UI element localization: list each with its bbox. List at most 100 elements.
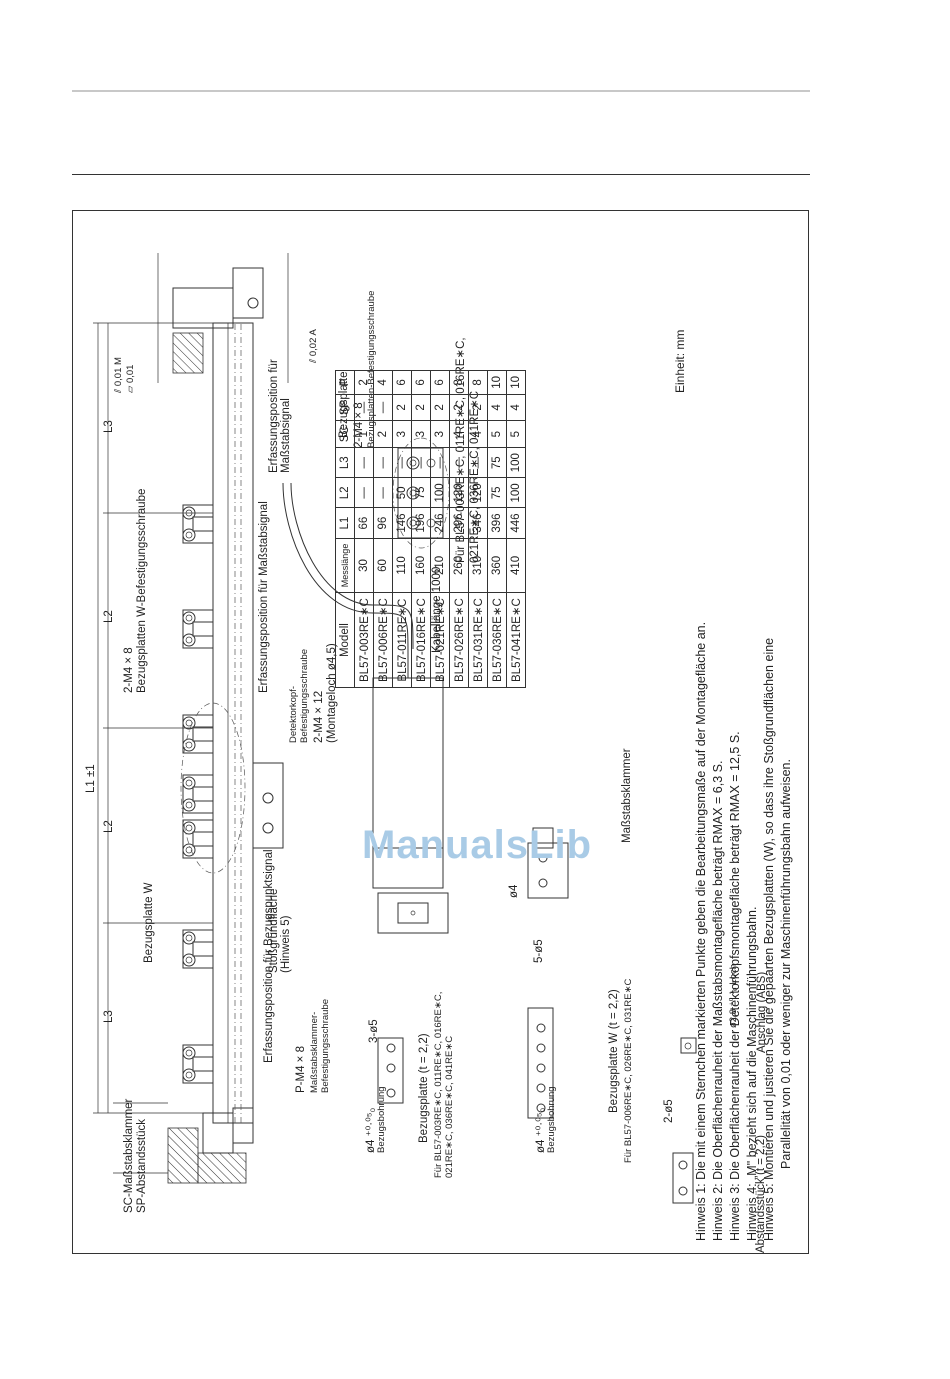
table-cell: —	[354, 477, 374, 508]
th-l1: L1	[335, 507, 355, 539]
label-sp-spacer: SP-Abstandsstück	[136, 1119, 148, 1213]
label-ref-plate-w: Bezugsplatte W	[143, 882, 155, 963]
label-bezugsbohrung-2: Bezugsbohrung	[546, 1086, 557, 1153]
table-cell: 75	[411, 477, 431, 508]
label-d4: ø4	[508, 884, 520, 898]
table-cell: 410	[506, 538, 526, 593]
label-m4-w: 2-M4 × 8	[123, 647, 135, 693]
table-cell: 2	[392, 394, 412, 421]
th-modell: Modell	[335, 592, 355, 688]
label-l1: L1 ±1	[85, 764, 97, 793]
note-4: Hinweis 4: „M" bezieht sich auf die Masc…	[745, 906, 759, 1241]
table-cell: 2	[373, 420, 393, 448]
label-bore-1: ø4 ⁺⁰·⁰⁵₀	[365, 1107, 377, 1153]
table-cell: 346	[468, 507, 488, 539]
table-cell: BL57-021RE∗C	[430, 592, 450, 688]
table-cell: —	[354, 394, 374, 421]
label-holes-5: 5-ø5	[533, 939, 545, 963]
label-sc-clamp: SC-Maßstabsklammer	[123, 1098, 135, 1213]
table-cell: 6	[430, 370, 450, 395]
table-cell: 146	[392, 507, 412, 539]
right-end-section	[157, 253, 289, 383]
watermark: ManualsLib	[362, 823, 593, 867]
table-cell: —	[354, 447, 374, 478]
left-end-section	[113, 1102, 254, 1184]
table-header-row: Modell Messlänge L1 L2 L3 SC SP P	[335, 370, 355, 688]
table-cell: 100	[506, 447, 526, 478]
note-1: Hinweis 1: Die mit einem Sternchen marki…	[694, 621, 708, 1241]
table-cell: 160	[411, 538, 431, 593]
table-cell: 446	[506, 507, 526, 539]
label-holes-3: 3-ø5	[368, 1019, 380, 1043]
table-cell: 2	[411, 394, 431, 421]
label-l3-b: L3	[103, 420, 115, 433]
table-cell: 3	[392, 420, 412, 448]
spec-table: Modell Messlänge L1 L2 L3 SC SP P BL57-0…	[335, 370, 526, 688]
note-3: Hinweis 3: Die Oberflächenrauheit der De…	[728, 731, 742, 1241]
table-cell: 2	[354, 370, 374, 395]
label-l2-b: L2	[103, 610, 115, 623]
label-stop-surface: Stoßgrundfläche (Hinweis 5)	[268, 888, 292, 973]
table-cell: 360	[487, 538, 507, 593]
table-cell: 2	[430, 394, 450, 421]
table-cell: 120	[449, 477, 469, 508]
table-cell: BL57-003RE∗C	[354, 592, 374, 688]
label-m4x12: 2-M4 × 12	[313, 690, 325, 743]
table-cell: 310	[468, 538, 488, 593]
th-sp: SP	[335, 394, 355, 421]
table-cell: 50	[392, 477, 412, 508]
label-plate-w-t22: Bezugsplatte W (t = 2,2)	[608, 989, 620, 1113]
label-l3-a: L3	[103, 1010, 115, 1023]
table-cell: 66	[354, 507, 374, 539]
table-cell: 8	[449, 370, 469, 395]
table-cell: 296	[449, 507, 469, 539]
table-cell: —	[411, 447, 431, 478]
header-divider	[72, 174, 810, 175]
note-2: Hinweis 2: Die Oberflächenrauheit der Ma…	[711, 760, 725, 1241]
label-bezugsbohrung-1: Bezugsbohrung	[376, 1086, 387, 1153]
table-cell: 3	[411, 420, 431, 448]
th-sc: SC	[335, 420, 355, 448]
table-cell: 6	[392, 370, 412, 395]
table-cell: 2	[468, 394, 488, 421]
table-cell: 260	[449, 538, 469, 593]
unit-label: Einheit: mm	[673, 329, 687, 393]
technical-drawing	[93, 253, 697, 1204]
label-plate-w-models: Für BL57-006RE∗C, 026RE∗C, 031RE∗C	[623, 978, 634, 1163]
label-plate-models: Für BL57-003RE∗C, 011RE∗C, 016RE∗C, 021R…	[433, 991, 455, 1178]
table-cell: 4	[373, 370, 393, 395]
table-cell: 5	[487, 420, 507, 448]
table-cell: BL57-026RE∗C	[449, 592, 469, 688]
note-5: Hinweis 5: Montieren und justieren Sie d…	[762, 637, 776, 1241]
notes-block: Hinweis 1: Die mit einem Sternchen marki…	[693, 231, 795, 1241]
label-tol-a: ⫽ 0,01 M	[113, 357, 124, 393]
table-cell: 75	[487, 447, 507, 478]
table-cell: —	[449, 447, 469, 478]
label-l2-a: L2	[103, 820, 115, 833]
table-cell: 110	[392, 538, 412, 593]
scale-rail	[93, 322, 254, 1124]
scale-clamps	[180, 504, 246, 1084]
table-cell: 4	[468, 420, 488, 448]
drawing-frame: SC-Maßstabsklammer SP-Abstandsstück P-M4…	[72, 210, 809, 1254]
table-cell: —	[468, 447, 488, 478]
th-l3: L3	[335, 447, 355, 478]
table-cell: —	[392, 447, 412, 478]
label-pm4: P-M4 × 8	[295, 1046, 307, 1093]
table-cell: —	[373, 447, 393, 478]
label-plate-t22: Bezugsplatte (t = 2,2)	[418, 1033, 430, 1143]
header-rule	[72, 90, 810, 92]
table-cell: 396	[487, 507, 507, 539]
table-cell: 100	[506, 477, 526, 508]
table-cell: 246	[430, 507, 450, 539]
table-cell: 30	[354, 538, 374, 593]
label-scale-signal-2: Erfassungsposition für Maßstabsignal	[268, 359, 292, 473]
